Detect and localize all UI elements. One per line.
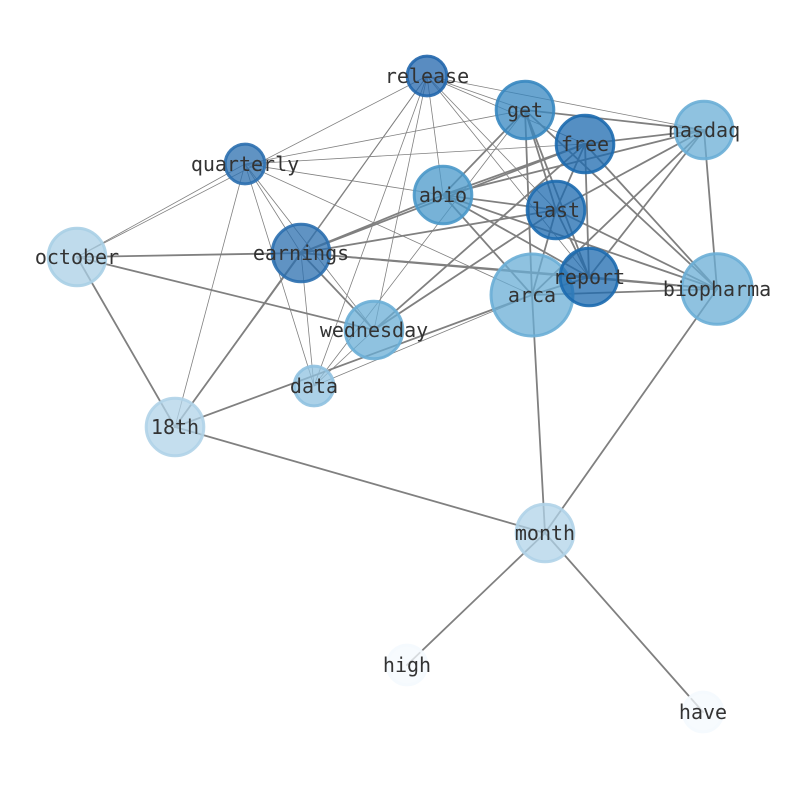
edge-abio-biopharma (442, 194, 718, 290)
node-label-get: get (507, 98, 543, 122)
edge-layer (76, 75, 718, 713)
node-label-data: data (290, 374, 338, 398)
node-label-report: report (553, 265, 625, 289)
node-label-have: have (679, 700, 727, 724)
node-nasdaq[interactable] (673, 99, 735, 161)
node-label-abio: abio (419, 183, 467, 207)
edge-last-earnings (300, 209, 557, 254)
edge-release-data (313, 75, 428, 387)
edge-release-report (426, 75, 590, 278)
edge-october-wednesday (76, 256, 375, 331)
node-label-arca: arca (508, 283, 556, 307)
node-label-quarterly: quarterly (191, 152, 299, 176)
node-biopharma[interactable] (680, 252, 754, 326)
node-report[interactable] (558, 246, 620, 308)
edge-month-biopharma (544, 288, 718, 534)
node-free[interactable] (554, 113, 616, 175)
node-october[interactable] (46, 226, 108, 288)
node-18th[interactable] (144, 396, 206, 458)
node-earnings[interactable] (270, 222, 332, 284)
node-layer (46, 54, 754, 734)
edge-quarterly-arca (244, 163, 533, 296)
edge-quarterly-get (244, 109, 526, 165)
edge-18th-quarterly (174, 163, 246, 428)
node-month[interactable] (514, 502, 576, 564)
node-label-18th: 18th (151, 415, 199, 439)
edge-october-18th (76, 256, 176, 428)
edge-quarterly-data (244, 163, 315, 387)
edge-18th-arca (174, 294, 533, 428)
node-label-wednesday: wednesday (320, 318, 428, 342)
node-label-high: high (383, 653, 431, 677)
node-label-nasdaq: nasdaq (668, 118, 740, 142)
node-get[interactable] (494, 79, 556, 141)
node-quarterly[interactable] (223, 142, 267, 186)
node-label-free: free (561, 132, 609, 156)
edge-month-18th (174, 426, 546, 534)
node-label-earnings: earnings (253, 241, 349, 265)
edge-quarterly-free (244, 143, 586, 165)
edge-month-have (544, 532, 704, 713)
node-data[interactable] (292, 364, 336, 408)
node-last[interactable] (525, 179, 587, 241)
edge-release-earnings (300, 75, 428, 254)
node-release[interactable] (405, 54, 449, 98)
node-label-month: month (515, 521, 575, 545)
node-high[interactable] (385, 643, 429, 687)
node-label-release: release (385, 64, 469, 88)
edge-october-earnings (76, 252, 302, 258)
edge-month-high (406, 532, 546, 666)
node-abio[interactable] (412, 164, 474, 226)
edge-release-wednesday (373, 75, 428, 331)
edge-last-wednesday (373, 209, 557, 331)
edge-release-nasdaq (426, 75, 705, 131)
node-wednesday[interactable] (343, 299, 405, 361)
node-label-last: last (532, 198, 580, 222)
node-label-october: october (35, 245, 119, 269)
node-have[interactable] (681, 690, 725, 734)
edge-quarterly-abio (244, 163, 444, 196)
edge-october-quarterly (76, 163, 246, 258)
node-label-biopharma: biopharma (663, 277, 771, 301)
